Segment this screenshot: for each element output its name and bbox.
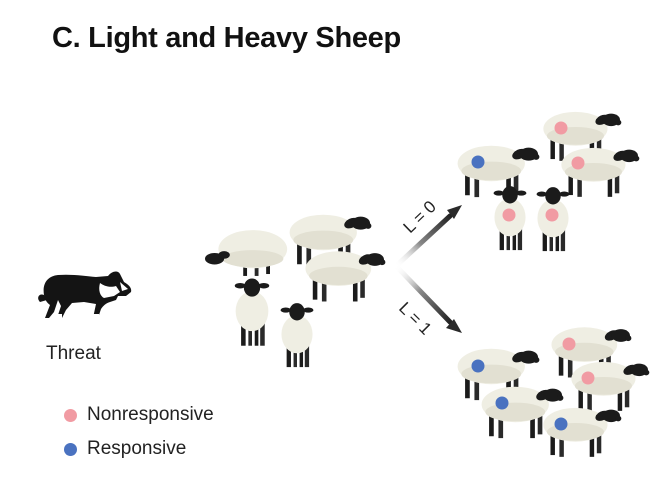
legend-label: Responsive: [87, 438, 186, 460]
nonresponsive-marker: [546, 209, 559, 222]
responsive-marker: [496, 397, 509, 410]
sheep: [305, 251, 385, 301]
legend-label: Nonresponsive: [87, 404, 214, 426]
sheep: [543, 408, 621, 457]
sheep: [458, 146, 540, 197]
responsive-marker: [472, 156, 485, 169]
legend-marker: [64, 409, 77, 422]
sheep: [571, 362, 649, 411]
nonresponsive-marker: [503, 209, 516, 222]
nonresponsive-marker: [555, 122, 568, 135]
arrow-label-lower: L = 1: [395, 298, 435, 338]
legend-item-nonresponsive: Nonresponsive: [64, 404, 214, 426]
responsive-marker: [555, 418, 568, 431]
threat-label: Threat: [46, 343, 101, 365]
sheep: [561, 148, 639, 197]
legend-item-responsive: Responsive: [64, 438, 186, 460]
center-herd: [205, 215, 385, 367]
lower-group: [458, 327, 650, 457]
sheep: [281, 303, 314, 367]
upper-group: [458, 112, 640, 251]
sheepdog-icon: [38, 272, 131, 318]
nonresponsive-marker: [582, 372, 595, 385]
legend-marker: [64, 443, 77, 456]
nonresponsive-marker: [563, 338, 576, 351]
sheep: [235, 278, 270, 345]
sheep: [205, 230, 287, 276]
split-arrows: L = 0 L = 1: [395, 197, 462, 338]
nonresponsive-marker: [572, 157, 585, 170]
responsive-marker: [472, 360, 485, 373]
